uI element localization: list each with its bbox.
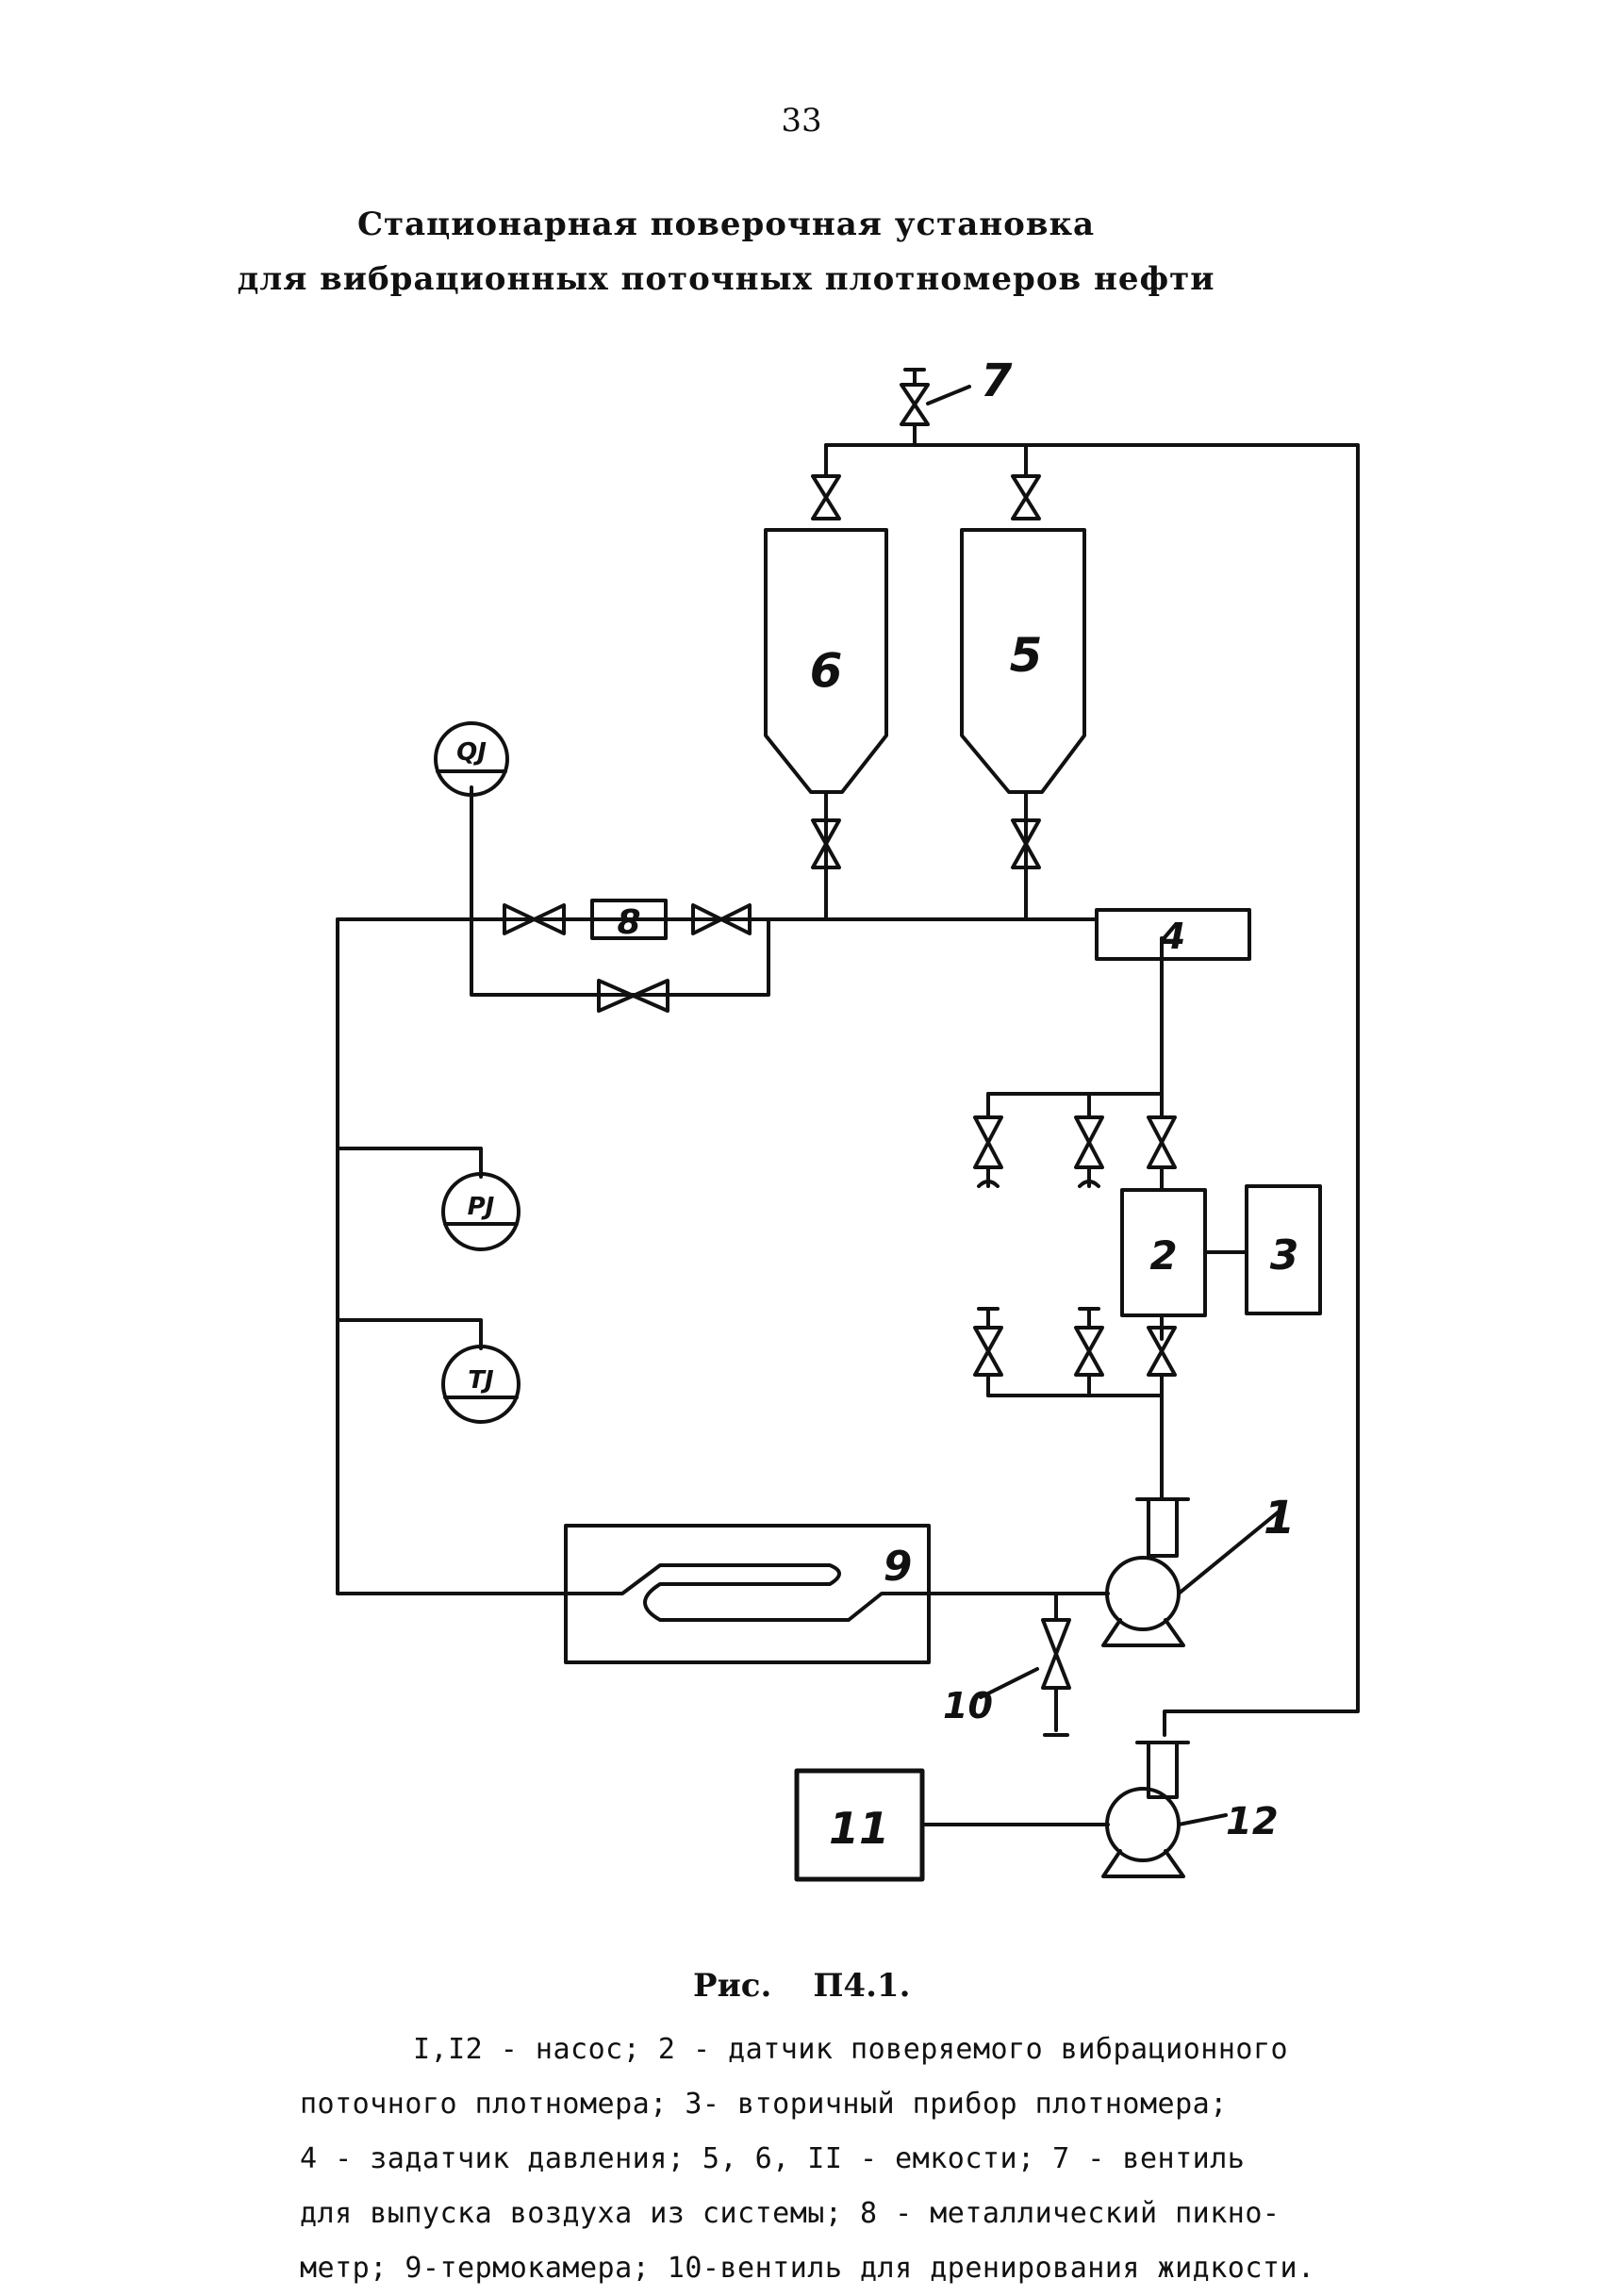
figure-caption-prefix: Рис. [693,1967,772,2005]
legend-line-1: I,I2 - насос; 2 - датчик поверяемого виб… [413,2033,1289,2066]
label-5: 5 [1010,628,1043,683]
valve-upper-2-cap [1078,1165,1100,1188]
valve-upper-3 [1147,1115,1177,1169]
gauges [434,721,521,1424]
valve-lower-1 [973,1326,1003,1377]
valve-pycnometer-in [503,903,566,935]
valve-tank6-bottom [811,818,841,869]
legend-line-4: для выпуска воздуха из системы; 8 - мета… [300,2197,1281,2230]
page-number: 33 [781,102,822,140]
pipe-pi-branch [336,1147,483,1179]
figure-legend: I,I2 - насос; 2 - датчик поверяемого виб… [300,2023,1413,2296]
valve-lower-1-cap [977,1307,1000,1330]
tank-6 [764,528,888,794]
pycnometer-8 [590,899,668,940]
gauge-ti-label: TJ [468,1366,494,1395]
label-3: 3 [1270,1231,1299,1280]
pipe-air-top [824,443,1360,1737]
gauge-ti [441,1345,521,1424]
legend-line-5: метр; 9-термокамера; 10-вентиль для дрен… [300,2252,1315,2285]
tanks [764,528,1086,794]
leader-7 [926,385,971,405]
diagram-title-line-1: Стационарная поверочная установка [356,206,1096,243]
label-8: 8 [617,903,640,942]
tank-5 [960,528,1086,794]
gauge-pi [441,1172,521,1251]
valve-upper-2 [1074,1115,1104,1169]
label-7: 7 [981,355,1013,407]
secondary-device-3 [1245,1184,1322,1315]
tank-11 [794,1768,925,1882]
piping [336,422,1360,1826]
valve-upper-1-cap [977,1165,1000,1188]
label-11: 11 [829,1803,889,1854]
valve-lower-3 [1147,1326,1177,1377]
thermochamber-9 [564,1524,931,1664]
diagram-title-line-2: для вибрационных поточных плотномеров не… [237,260,1215,298]
pump-1 [1101,1497,1284,1647]
legend-line-3: 4 - задатчик давления; 5, 6, II - емкост… [300,2142,1246,2175]
valve-vent-handle [903,368,926,387]
label-1: 1 [1264,1492,1295,1544]
figure-caption: Рис. П4.1. [693,1967,910,2005]
thermochamber-coil [564,1563,931,1622]
gauge-pi-label: PJ [468,1193,495,1221]
label-12: 12 [1226,1800,1279,1843]
label-2: 2 [1149,1232,1177,1279]
pipe-left-vertical [336,917,568,1595]
pressure-setter-4 [1095,908,1251,961]
labels: 7 6 5 8 4 2 3 9 1 10 11 12 QJ PJ TJ [456,355,1298,1854]
pump-12 [1101,1741,1228,1878]
gauge-qi-label: QJ [456,738,487,767]
valve-lower-2 [1074,1326,1104,1377]
label-9: 9 [884,1543,913,1591]
valves [503,368,1177,1737]
valve-pycnometer-out [691,903,752,935]
schematic-diagram: 7 6 5 8 4 2 3 9 1 10 11 12 QJ PJ TJ [336,355,1360,1882]
valve-bypass [597,979,669,1013]
pipe-bypass [470,917,770,997]
valve-tank5-bottom [1011,818,1041,869]
valve-drain-10 [1041,1618,1071,1690]
pipe-ti-branch [336,1318,483,1350]
valve-lower-2-cap [1078,1307,1100,1330]
label-10: 10 [943,1685,993,1726]
label-4: 4 [1160,916,1185,957]
valve-tank6-top [811,474,841,520]
valve-tank5-top [1011,474,1041,520]
gauge-qi [434,721,509,797]
legend-line-2: поточного плотномера; 3- вторичный прибо… [300,2088,1228,2121]
leader-10 [979,1667,1039,1699]
density-sensor-2 [1120,1188,1207,1317]
figure-caption-number: П4.1. [813,1967,911,2005]
valve-upper-1 [973,1115,1003,1169]
valve-air-vent-7 [900,383,930,426]
label-6: 6 [810,643,843,698]
